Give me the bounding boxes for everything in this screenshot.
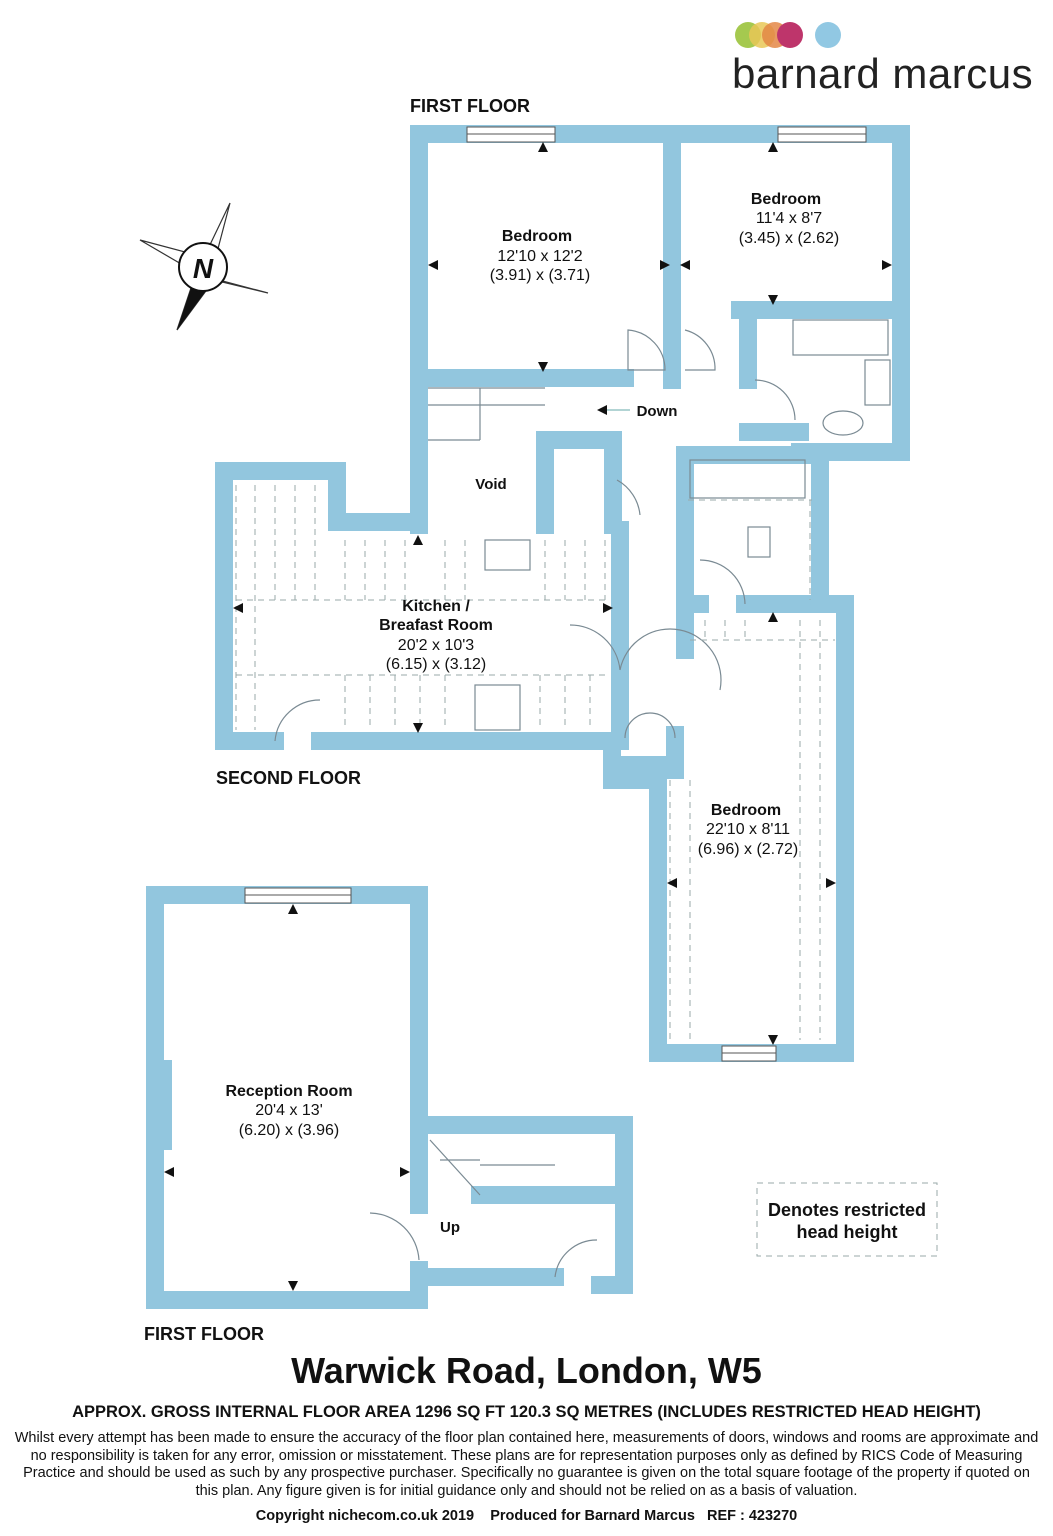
svg-text:Kitchen /: Kitchen / bbox=[402, 598, 470, 615]
room-reception: Reception Room 20'4 x 13' (6.20) x (3.96… bbox=[225, 1083, 352, 1139]
svg-text:20'4 x 13': 20'4 x 13' bbox=[255, 1102, 323, 1119]
stairs-down-label: Down bbox=[637, 403, 678, 420]
fixtures bbox=[274, 319, 891, 1278]
svg-text:(3.91) x (3.71): (3.91) x (3.71) bbox=[490, 267, 590, 284]
floor-label-first-bottom: FIRST FLOOR bbox=[144, 1324, 264, 1344]
svg-text:Bedroom: Bedroom bbox=[502, 228, 572, 245]
stairs-up-label: Up bbox=[440, 1219, 460, 1236]
reception-floor-walls bbox=[146, 886, 633, 1309]
svg-text:22'10 x 8'11: 22'10 x 8'11 bbox=[706, 821, 790, 838]
windows bbox=[244, 126, 867, 1062]
svg-text:Breafast Room: Breafast Room bbox=[379, 617, 493, 634]
svg-text:N: N bbox=[193, 253, 214, 284]
brand-logo-text: barnard marcus bbox=[732, 50, 1034, 97]
brand-logo-dots bbox=[735, 22, 841, 48]
room-bedroom-2: Bedroom 11'4 x 8'7 (3.45) x (2.62) bbox=[739, 191, 839, 247]
svg-text:Reception Room: Reception Room bbox=[225, 1083, 352, 1100]
svg-text:Bedroom: Bedroom bbox=[711, 802, 781, 819]
svg-text:head height: head height bbox=[796, 1222, 897, 1242]
disclaimer: Whilst every attempt has been made to en… bbox=[14, 1430, 1039, 1499]
floor-label-second: SECOND FLOOR bbox=[216, 768, 361, 788]
svg-text:(6.15) x (3.12): (6.15) x (3.12) bbox=[386, 656, 486, 673]
legend-restricted-head-height: Denotes restricted head height bbox=[768, 1200, 926, 1242]
room-bedroom-1: Bedroom 12'10 x 12'2 (3.91) x (3.71) bbox=[490, 228, 590, 284]
north-compass-icon: N bbox=[139, 202, 269, 331]
floor-area: APPROX. GROSS INTERNAL FLOOR AREA 1296 S… bbox=[72, 1403, 981, 1421]
svg-text:(3.45) x (2.62): (3.45) x (2.62) bbox=[739, 230, 839, 247]
void-label: Void bbox=[475, 476, 506, 493]
room-kitchen: Kitchen / Breafast Room 20'2 x 10'3 (6.1… bbox=[379, 598, 493, 673]
svg-text:11'4 x 8'7: 11'4 x 8'7 bbox=[756, 210, 822, 227]
svg-text:12'10 x 12'2: 12'10 x 12'2 bbox=[497, 248, 582, 265]
room-bedroom-3: Bedroom 22'10 x 8'11 (6.96) x (2.72) bbox=[698, 802, 798, 858]
floor-label-first-top: FIRST FLOOR bbox=[410, 96, 530, 116]
property-title: Warwick Road, London, W5 bbox=[291, 1350, 762, 1391]
svg-text:(6.96) x (2.72): (6.96) x (2.72) bbox=[698, 841, 798, 858]
svg-text:Bedroom: Bedroom bbox=[751, 191, 821, 208]
svg-text:Denotes restricted: Denotes restricted bbox=[768, 1200, 926, 1220]
dimension-arrows bbox=[164, 142, 892, 1291]
svg-text:(6.20) x (3.96): (6.20) x (3.96) bbox=[239, 1122, 339, 1139]
svg-text:20'2 x 10'3: 20'2 x 10'3 bbox=[398, 637, 474, 654]
copyright: Copyright nichecom.co.uk 2019 Produced f… bbox=[255, 1508, 798, 1524]
